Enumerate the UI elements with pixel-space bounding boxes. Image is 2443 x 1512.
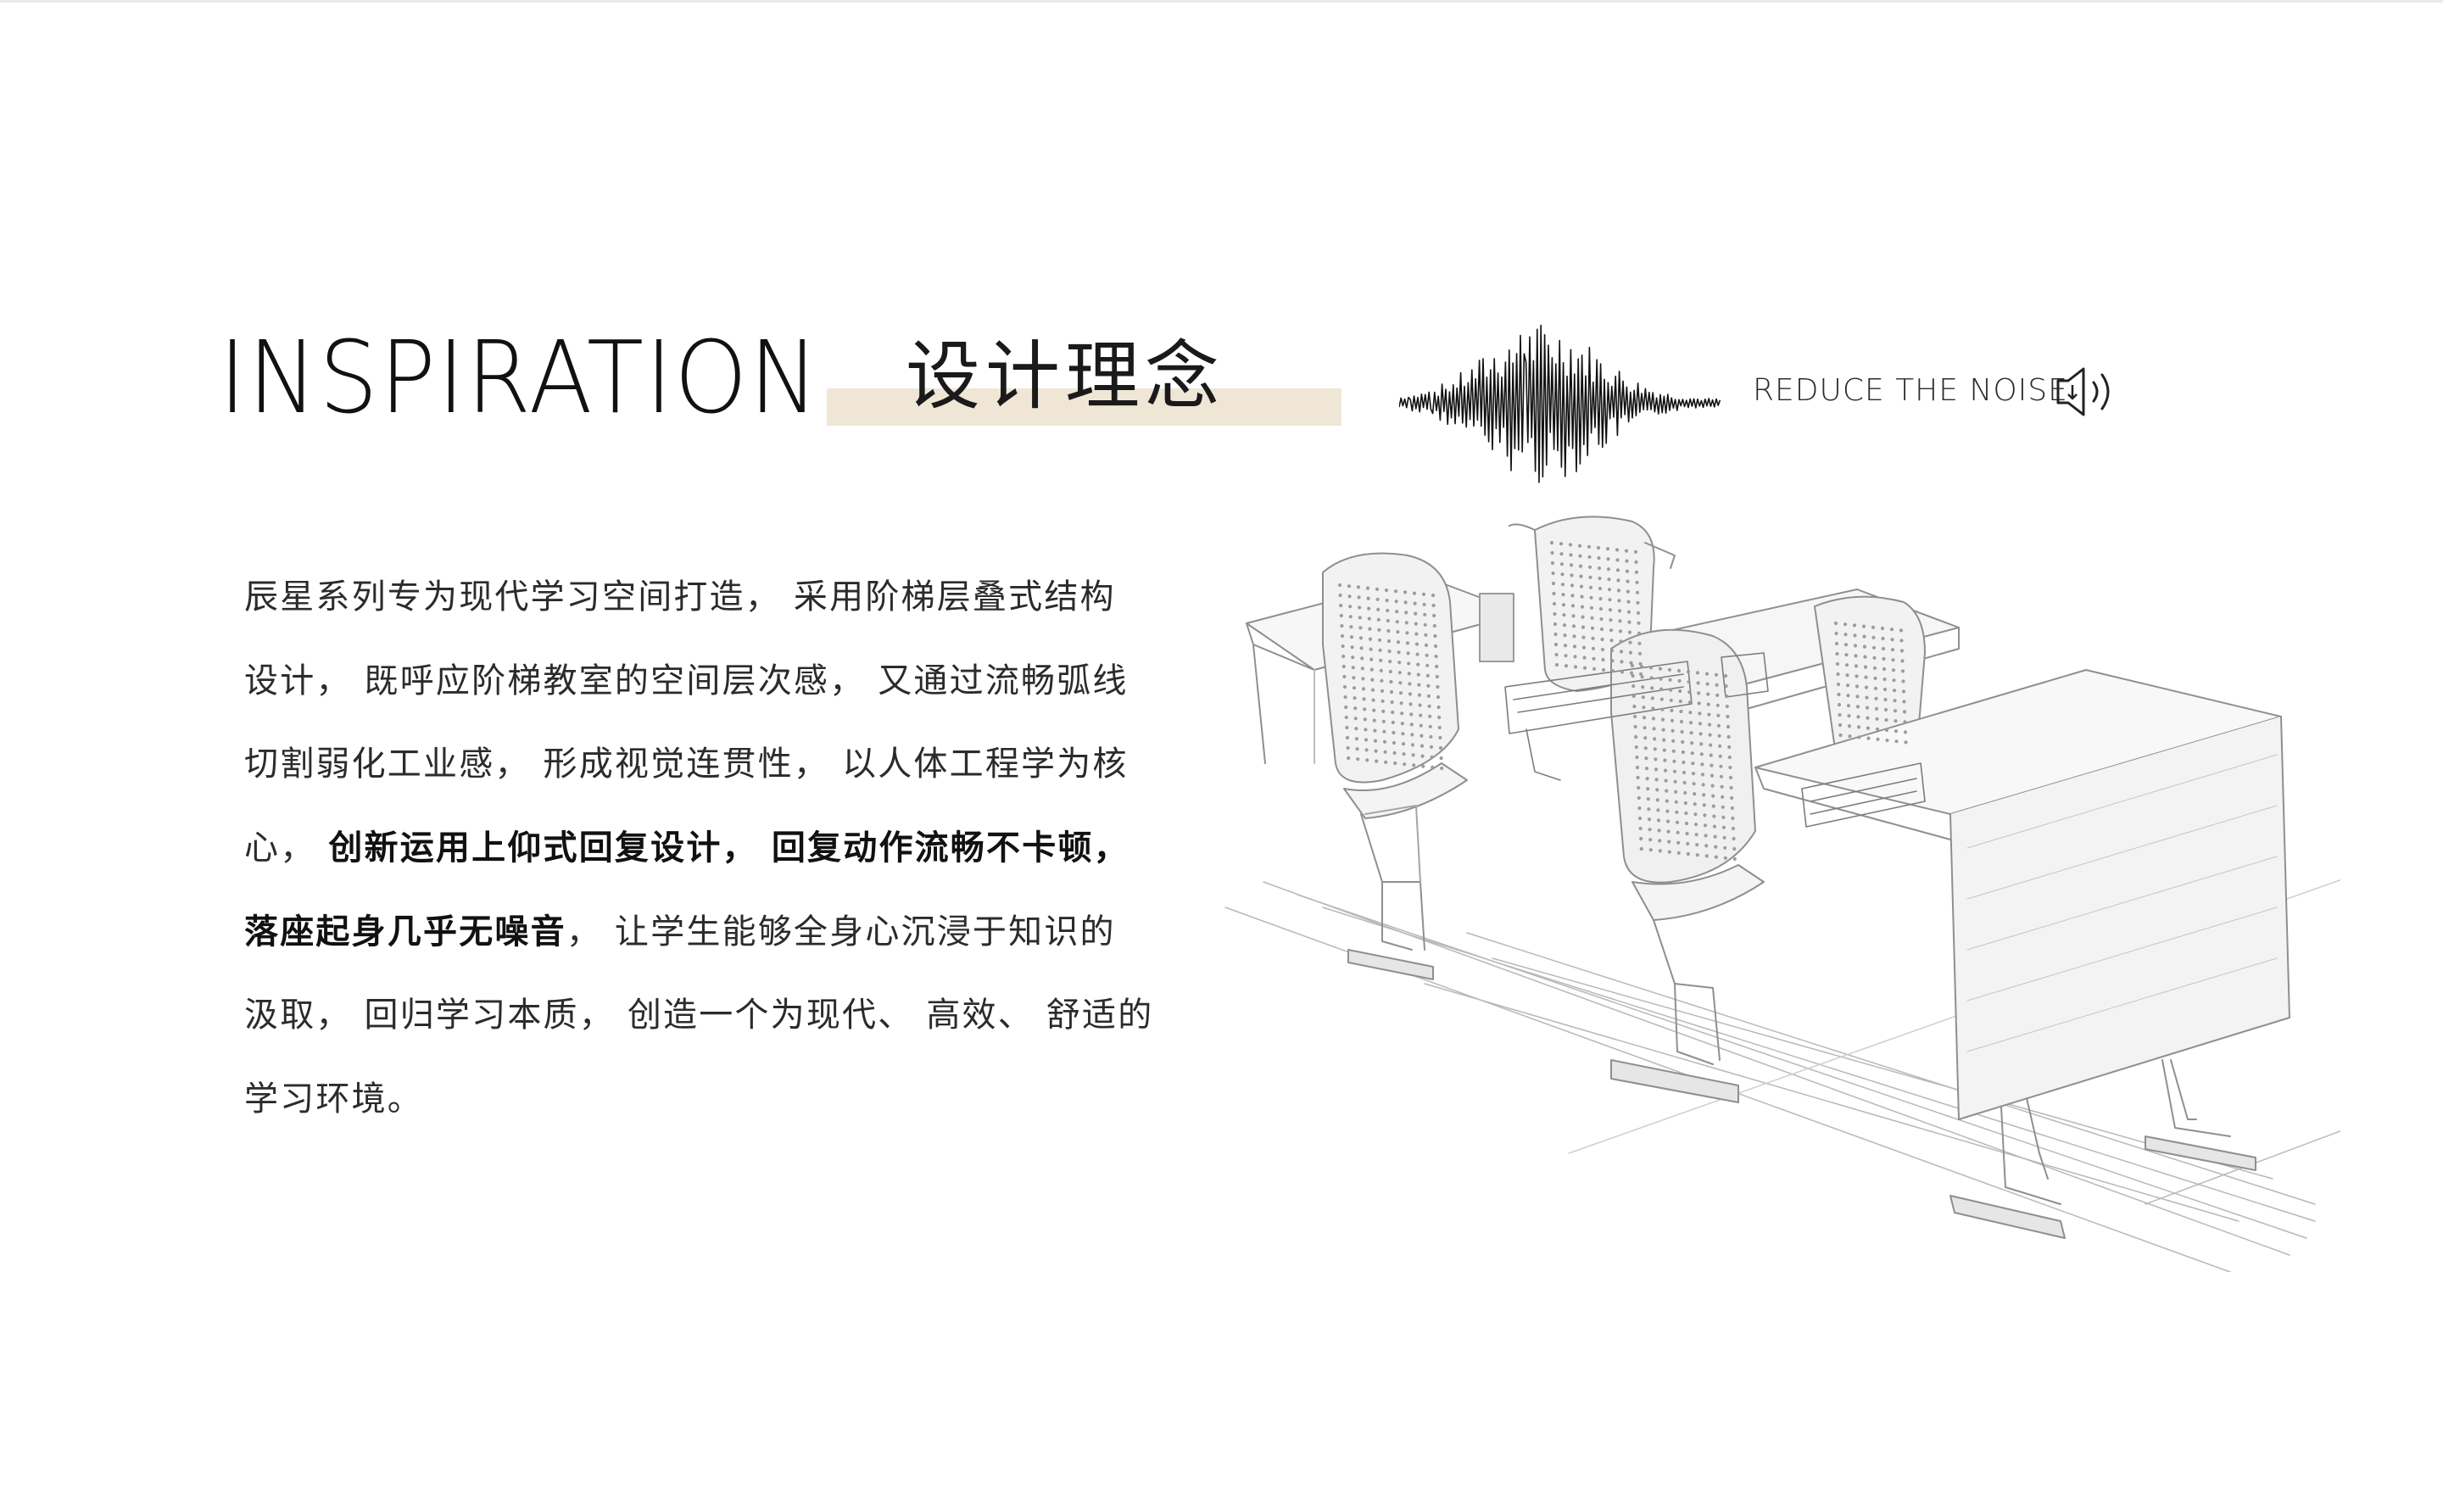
paragraph-line: 辰星系列专为现代学习空间打造， 采用阶梯层叠式结构 <box>244 555 1185 639</box>
paragraph-line: 切割弱化工业感， 形成视觉连贯性， 以人体工程学为核 <box>244 723 1185 806</box>
paragraph-line: 心， 创新运用上仰式回复设计， 回复动作流畅不卡顿， <box>244 806 1185 890</box>
noise-label: REDUCE THE NOISE <box>1753 373 2068 408</box>
text-run: 学习环境。 <box>244 1080 423 1119</box>
lecture-chairs-sketch <box>1224 516 2340 1272</box>
paragraph-line: 学习环境。 <box>244 1057 1185 1141</box>
text-run: 设计， 既呼应阶梯教室的空间层次感， 又通过流畅弧线 <box>244 661 1129 700</box>
speaker-volume-icon <box>2056 367 2110 416</box>
text-run: 辰星系列专为现代学习空间打造， 采用阶梯层叠式结构 <box>244 577 1116 617</box>
paragraph-line: 设计， 既呼应阶梯教室的空间层次感， 又通过流畅弧线 <box>244 639 1185 723</box>
text-run: 心， <box>244 829 329 868</box>
noise-badge: REDUCE THE NOISE <box>1399 301 2145 483</box>
page-title: INSPIRATION 设计理念 <box>219 314 1341 441</box>
top-divider <box>0 0 2443 3</box>
title-chinese: 设计理念 <box>906 332 1225 420</box>
sound-waveform-icon <box>1399 324 1721 483</box>
emphasis-text: 创新运用上仰式回复设计， 回复动作流畅不卡顿， <box>328 829 1129 868</box>
text-run: 汲取， 回归学习本质， 创造一个为现代、 高效、 舒适的 <box>244 996 1154 1035</box>
text-run: 切割弱化工业感， 形成视觉连贯性， 以人体工程学为核 <box>244 745 1129 784</box>
text-run: ， 让学生能够全身心沉浸于知识的 <box>566 912 1116 951</box>
title-english: INSPIRATION <box>219 319 821 436</box>
title-highlight-bar <box>827 388 1341 426</box>
paragraph-line: 汲取， 回归学习本质， 创造一个为现代、 高效、 舒适的 <box>244 974 1185 1057</box>
paragraph-line: 落座起身几乎无噪音， 让学生能够全身心沉浸于知识的 <box>244 890 1185 974</box>
design-description: 辰星系列专为现代学习空间打造， 采用阶梯层叠式结构 设计， 既呼应阶梯教室的空间… <box>244 555 1185 1141</box>
emphasis-text: 落座起身几乎无噪音 <box>244 912 566 951</box>
